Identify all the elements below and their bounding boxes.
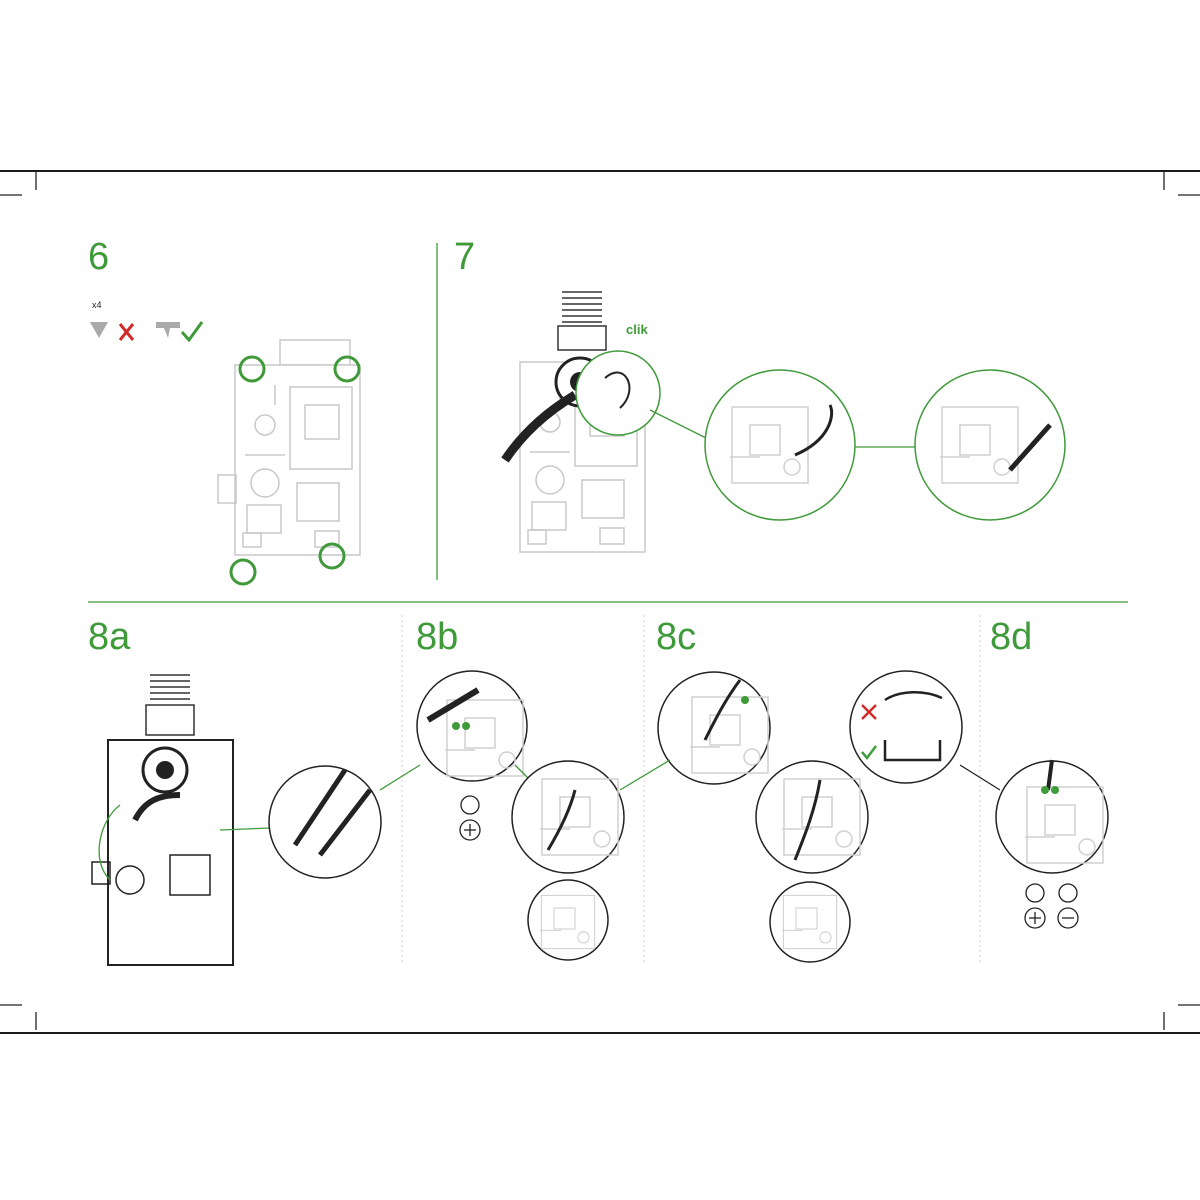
instruction-sheet — [0, 170, 1200, 1034]
step-8b-wiring — [416, 670, 625, 961]
rotate-icon — [460, 795, 480, 815]
step-7-connection: clik — [501, 291, 1066, 553]
step-8a-device — [91, 674, 421, 966]
step-8d-wiring — [995, 759, 1109, 929]
step-7-label: 7 — [454, 236, 476, 278]
step-6-screw-guide — [90, 321, 204, 343]
step-6-device — [217, 339, 361, 586]
step-8c-label: 8c — [656, 616, 697, 658]
crop-marks — [0, 172, 1200, 1030]
rotate-icon — [1025, 883, 1078, 903]
check-mark-icon — [180, 321, 204, 343]
cross-mark-icon — [118, 323, 135, 341]
screw-icon — [229, 355, 361, 586]
screw-quantity: x4 — [92, 300, 102, 310]
step-8b-label: 8b — [416, 616, 459, 658]
step-8c-wiring — [619, 670, 1001, 963]
step-8d-label: 8d — [990, 616, 1033, 658]
clik-label: clik — [626, 322, 648, 337]
check-mark-icon — [861, 745, 877, 761]
cross-mark-icon — [861, 704, 877, 720]
minus-icon — [1057, 907, 1079, 929]
step-6-label: 6 — [88, 236, 110, 278]
plus-icon — [459, 819, 481, 841]
plus-icon — [1024, 907, 1046, 929]
step-8a-label: 8a — [88, 616, 131, 658]
section-dividers — [88, 243, 1128, 965]
